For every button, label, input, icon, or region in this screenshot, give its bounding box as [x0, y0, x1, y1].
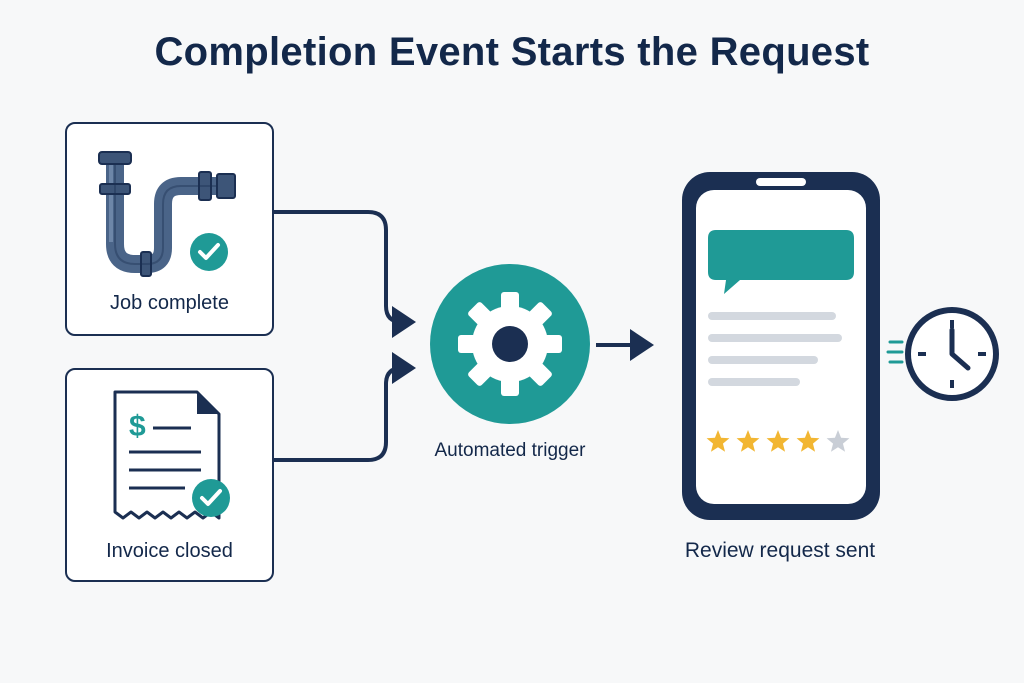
checkmark-badge-icon — [190, 233, 228, 271]
rating-stars — [706, 430, 850, 452]
automated-trigger-label: Automated trigger — [434, 440, 586, 461]
checkmark-badge-icon — [192, 479, 230, 517]
star-filled-icon — [796, 430, 820, 452]
clock-icon — [886, 307, 999, 401]
phone-icon — [682, 172, 880, 520]
arrow-invoice-to-trigger — [274, 352, 416, 462]
review-request-label: Review request sent — [684, 539, 876, 562]
invoice-closed-label: Invoice closed — [106, 540, 233, 562]
svg-text:$: $ — [129, 410, 146, 443]
star-empty-icon — [826, 430, 850, 452]
star-filled-icon — [706, 430, 730, 452]
gear-icon — [430, 264, 590, 424]
star-filled-icon — [766, 430, 790, 452]
diagram-title: Completion Event Starts the Request — [154, 30, 870, 74]
invoice-icon: $ — [113, 390, 221, 520]
pipe-icon — [98, 151, 236, 277]
job-complete-label: Job complete — [110, 292, 229, 314]
job-complete-card: Job complete — [65, 122, 274, 336]
invoice-closed-card: $ Invoice closed — [65, 368, 274, 582]
star-filled-icon — [736, 430, 760, 452]
arrow-job-to-trigger — [274, 210, 416, 338]
